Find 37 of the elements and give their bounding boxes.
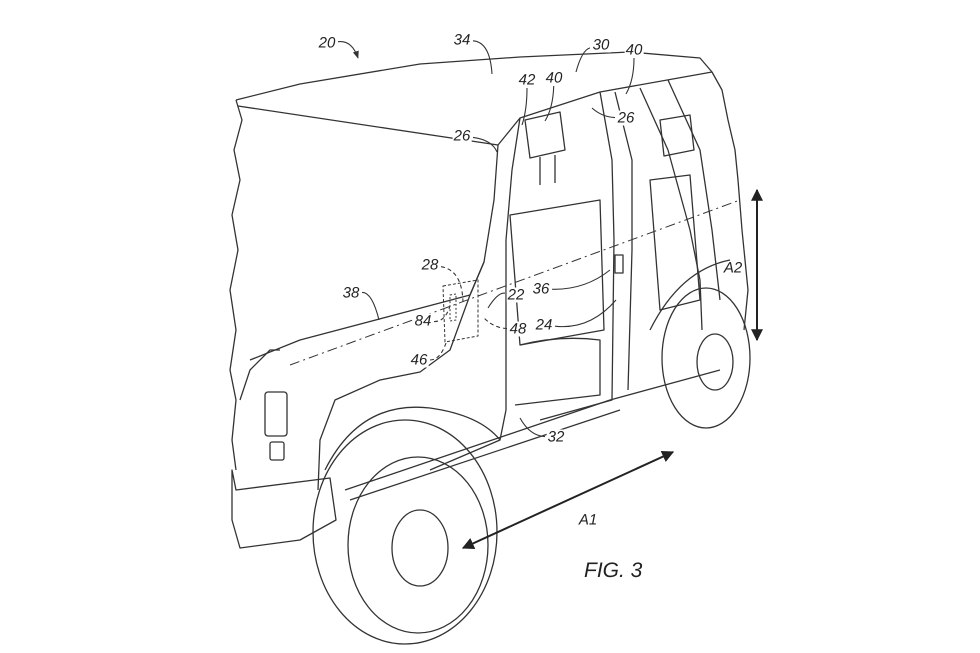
- callout-number: 84: [414, 314, 432, 328]
- leader-line: [575, 47, 590, 72]
- figure-caption: FIG. 3: [584, 560, 642, 581]
- leader-line: [488, 292, 506, 308]
- callout-number: 48: [508, 322, 528, 336]
- leader-line: [554, 300, 616, 328]
- leader-arrow: [338, 41, 359, 59]
- callout-number: 40: [544, 70, 564, 86]
- leader-line: [521, 88, 528, 126]
- callout-number: 28: [420, 258, 440, 272]
- axis-label: A1: [578, 512, 598, 528]
- callout-number: 40: [624, 42, 644, 58]
- leader-line: [626, 58, 635, 94]
- callout-number: 22: [506, 288, 526, 302]
- callout-number: 26: [616, 110, 636, 126]
- callout-number: 42: [518, 72, 536, 88]
- leader-line: [484, 318, 508, 330]
- callout-number: 30: [592, 38, 610, 52]
- callout-number: 20: [318, 36, 336, 50]
- leader-line: [544, 86, 554, 122]
- leader-line: [434, 306, 451, 322]
- axis-label: A2: [724, 260, 742, 276]
- callout-number: 46: [410, 352, 428, 368]
- leader-line: [552, 270, 610, 290]
- callout-number: 36: [532, 282, 550, 296]
- callout-number: 24: [534, 318, 554, 332]
- leader-line: [472, 136, 498, 152]
- leader-line: [472, 40, 493, 74]
- leader-line: [520, 418, 546, 438]
- leader-line: [430, 342, 447, 361]
- callout-number: 26: [452, 128, 472, 144]
- leader-line: [362, 292, 380, 320]
- leader-line: [440, 266, 464, 302]
- leader-line: [592, 108, 616, 118]
- callout-number: 38: [342, 286, 360, 300]
- callout-number: 34: [452, 32, 472, 48]
- callout-number: 32: [546, 430, 566, 444]
